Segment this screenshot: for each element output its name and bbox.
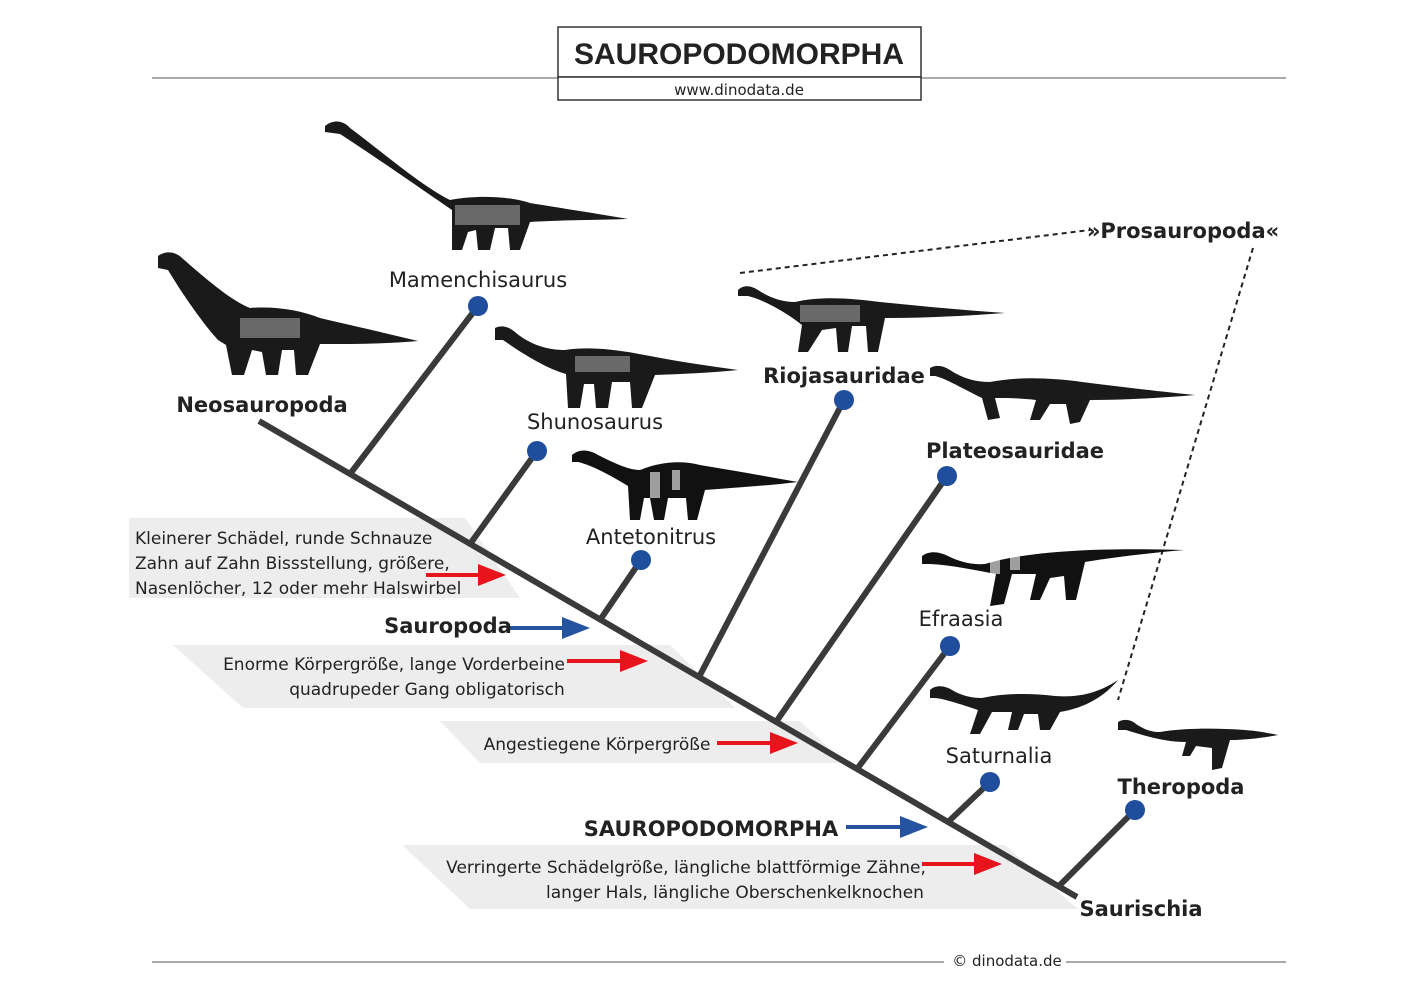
label-mamenchisaurus: Mamenchisaurus — [389, 268, 567, 292]
silhouette-neosauropoda — [158, 252, 418, 375]
silhouette-plateosaurus — [930, 365, 1195, 424]
taxon-labels: Neosauropoda Mamenchisaurus Shunosaurus … — [176, 268, 1244, 921]
tree-backbone — [257, 418, 1079, 900]
label-plateosauridae: Plateosauridae — [926, 439, 1104, 463]
character-1-line-1: Kleinerer Schädel, runde Schnauze — [135, 529, 432, 549]
node-efraasia — [940, 636, 960, 656]
red-arrow-3-head — [770, 732, 798, 754]
branch-plateosauridae — [773, 474, 950, 724]
blue-arrow-sauropoda-head — [562, 617, 590, 639]
character-texts: Kleinerer Schädel, runde Schnauze Zahn a… — [135, 529, 926, 903]
label-theropoda: Theropoda — [1118, 775, 1245, 799]
label-saurischia: Saurischia — [1079, 897, 1202, 921]
clade-arrows — [510, 617, 928, 838]
node-mamenchisaurus — [468, 296, 488, 316]
subtitle-box — [557, 76, 922, 101]
character-2-line-1: Enorme Körpergröße, lange Vorderbeine — [223, 655, 565, 675]
prosauropoda-bracket-top — [739, 229, 1091, 274]
character-1-line-3: Nasenlöcher, 12 oder mehr Halswirbel — [135, 579, 461, 599]
footer-copyright: © dinodata.de — [952, 952, 1061, 970]
branch-riojasauridae — [696, 398, 847, 679]
node-shunosaurus — [527, 441, 547, 461]
clade-label-sauropoda: Sauropoda — [384, 614, 512, 638]
silhouette-efraasia — [922, 549, 1184, 606]
red-arrow-1-head — [478, 564, 506, 586]
red-arrow-4-head — [974, 853, 1002, 875]
silhouette-antetonitrus — [572, 450, 798, 520]
character-4-line-2: langer Hals, längliche Oberschenkelknoch… — [546, 883, 924, 903]
page-subtitle: www.dinodata.de — [674, 81, 804, 99]
tip-nodes — [468, 296, 1145, 820]
label-antetonitrus: Antetonitrus — [586, 525, 716, 549]
blue-arrow-sauropodomorpha-head — [900, 816, 928, 838]
page-title: SAUROPODOMORPHA — [574, 38, 904, 71]
red-arrow-2-head — [620, 650, 648, 672]
character-4-line-1: Verringerte Schädelgröße, längliche blat… — [446, 858, 926, 878]
character-3-line-1: Angestiegene Körpergröße — [484, 735, 711, 755]
branch-mamenchisaurus — [347, 304, 481, 476]
character-arrows — [426, 564, 1002, 875]
branch-efraasia — [854, 644, 953, 771]
branch-shunosaurus — [467, 449, 540, 546]
node-theropoda — [1125, 800, 1145, 820]
character-2-line-2: quadrupeder Gang obligatorisch — [289, 680, 565, 700]
character-box-4 — [402, 845, 1078, 909]
label-riojasauridae: Riojasauridae — [763, 364, 925, 388]
silhouette-shunosaurus — [495, 326, 738, 408]
label-neosauropoda: Neosauropoda — [176, 393, 347, 417]
silhouette-mamenchisaurus — [325, 121, 628, 251]
node-antetonitrus — [631, 550, 651, 570]
tree-branches — [257, 304, 1138, 900]
branch-antetonitrus — [597, 558, 644, 622]
node-plateosauridae — [937, 466, 957, 486]
prosauropoda-label: »Prosauropoda« — [1087, 219, 1279, 243]
label-efraasia: Efraasia — [919, 607, 1004, 631]
clade-label-sauropodomorpha: SAUROPODOMORPHA — [584, 817, 839, 841]
branch-theropoda — [1056, 807, 1138, 889]
prosauropoda-bracket-side — [1117, 247, 1254, 701]
node-riojasauridae — [834, 390, 854, 410]
silhouette-saturnalia — [930, 680, 1118, 734]
label-shunosaurus: Shunosaurus — [527, 410, 663, 434]
silhouette-riojasaurus — [738, 286, 1005, 352]
label-saturnalia: Saturnalia — [946, 744, 1053, 768]
character-box-1 — [129, 518, 520, 598]
character-1-line-2: Zahn auf Zahn Bissstellung, größere, — [135, 554, 450, 574]
character-box-3 — [440, 721, 845, 763]
node-saturnalia — [980, 772, 1000, 792]
silhouette-theropod — [1118, 719, 1278, 770]
